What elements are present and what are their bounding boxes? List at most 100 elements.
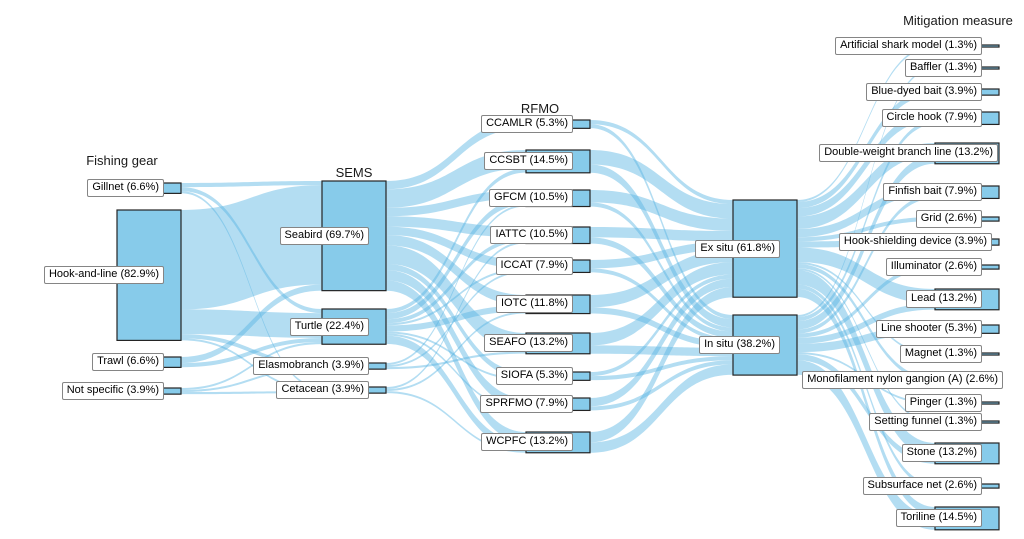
node-label-gfcm: GFCM (10.5%) (489, 189, 573, 208)
node-label-stone: Stone (13.2%) (901, 444, 982, 463)
node-label-cetacean: Cetacean (3.9%) (276, 381, 369, 400)
node-label-grid: Grid (2.6%) (915, 210, 982, 229)
link-seabird-ccamlr (386, 120, 526, 190)
link-ex_situ-toriline (797, 288, 935, 516)
node-label-toriline: Toriline (14.5%) (895, 509, 982, 528)
link-not_specific-elasmobranch (181, 367, 322, 393)
link-turtle-sprfmo (386, 333, 526, 411)
link-siofa-in_situ (590, 356, 733, 381)
link-ex_situ-lead (797, 247, 935, 304)
link-turtle-gfcm (386, 198, 526, 320)
node-label-double_weight_branch_line: Double-weight branch line (13.2%) (819, 144, 998, 163)
link-in_situ-illuminator (797, 265, 935, 338)
link-gillnet-cetacean (181, 191, 322, 390)
node-label-turtle: Turtle (22.4%) (289, 317, 369, 336)
link-ex_situ-monofilament_nylon_gangion (797, 264, 935, 383)
link-ccamlr-ex_situ (590, 120, 733, 205)
link-elasmobranch-gfcm (386, 204, 526, 366)
link-ex_situ-circle_hook (797, 112, 935, 217)
link-seabird-iccat (386, 226, 526, 269)
node-label-subsurface_net: Subsurface net (2.6%) (862, 477, 982, 496)
link-turtle-wcpfc (386, 335, 526, 451)
node-label-ex_situ: Ex situ (61.8%) (695, 239, 780, 258)
node-label-setting_funnel: Setting funnel (1.3%) (869, 413, 982, 432)
link-hook_and_line-elasmobranch (181, 334, 322, 368)
link-cetacean-iotc (386, 311, 526, 392)
link-not_specific-turtle (181, 342, 322, 391)
link-elasmobranch-seafo (386, 351, 526, 370)
link-turtle-ccsbt (386, 168, 526, 314)
node-label-trawl: Trawl (6.6%) (92, 353, 164, 372)
node-label-lead: Lead (13.2%) (905, 290, 982, 309)
node-label-seafo: SEAFO (13.2%) (484, 334, 573, 353)
link-ex_situ-setting_funnel (797, 268, 935, 424)
node-label-ccamlr: CCAMLR (5.3%) (481, 115, 573, 134)
link-ex_situ-artificial_shark_model (797, 45, 935, 203)
node-label-circle_hook: Circle hook (7.9%) (881, 109, 982, 128)
column-title-fishing-gear: Fishing gear (86, 153, 158, 168)
node-label-hook_and_line: Hook-and-line (82.9%) (43, 266, 164, 285)
link-iotc-in_situ (590, 307, 733, 348)
link-gillnet-seabird (181, 181, 322, 188)
column-title-sems: SEMS (335, 165, 373, 180)
sankey-links-layer (181, 45, 935, 530)
link-in_situ-baffler (797, 67, 935, 318)
node-label-in_situ: In situ (38.2%) (699, 336, 780, 355)
node-label-ccsbt: CCSBT (14.5%) (484, 152, 573, 171)
link-gillnet-turtle (181, 187, 322, 314)
node-label-blue_dyed_bait: Blue-dyed bait (3.9%) (866, 83, 982, 102)
node-label-magnet: Magnet (1.3%) (899, 345, 982, 364)
link-trawl-seabird (181, 284, 322, 364)
link-elasmobranch-iccat (386, 270, 526, 368)
column-title-rfmo: RFMO (520, 101, 560, 116)
link-iccat-in_situ (590, 268, 733, 342)
link-ex_situ-magnet (797, 261, 935, 356)
link-trawl-turtle (181, 337, 322, 368)
link-in_situ-finfish_bait (797, 194, 935, 334)
link-ccsbt-in_situ (590, 164, 733, 328)
node-label-iccat: ICCAT (7.9%) (495, 257, 573, 276)
node-label-iotc: IOTC (11.8%) (495, 295, 573, 314)
link-ccamlr-in_situ (590, 124, 733, 320)
node-label-pinger: Pinger (1.3%) (904, 394, 982, 413)
link-turtle-iotc (386, 305, 526, 332)
node-label-baffler: Baffler (1.3%) (904, 59, 982, 78)
link-iattc-in_situ (590, 237, 733, 338)
link-in_situ-circle_hook (797, 120, 935, 322)
node-label-elasmobranch: Elasmobranch (3.9%) (253, 357, 369, 376)
link-seabird-siofa (386, 263, 526, 379)
node-label-gillnet: Gillnet (6.6%) (87, 179, 164, 198)
link-hook_and_line-cetacean (181, 338, 322, 392)
link-iattc-ex_situ (590, 227, 733, 242)
link-in_situ-toriline (797, 360, 935, 530)
link-siofa-ex_situ (590, 274, 733, 377)
node-label-finfish_bait: Finfish bait (7.9%) (883, 183, 982, 202)
node-label-iattc: IATTC (10.5%) (490, 226, 573, 245)
link-seabird-wcpfc (386, 280, 526, 443)
link-turtle-iattc (386, 237, 526, 324)
link-ccsbt-ex_situ (590, 150, 733, 219)
link-seafo-in_situ (590, 345, 733, 357)
link-seabird-iotc (386, 234, 526, 306)
node-label-illuminator: Illuminator (2.6%) (885, 258, 982, 277)
link-hook_and_line-seabird (181, 185, 322, 310)
link-ex_situ-grid (797, 217, 935, 242)
column-title-mitigation-measure: Mitigation measure (903, 13, 1013, 28)
node-label-line_shooter: Line shooter (5.3%) (876, 320, 982, 339)
node-label-hook_shielding_device: Hook-shielding device (3.9%) (838, 233, 992, 252)
link-sprfmo-in_situ (590, 360, 733, 411)
node-label-monofilament_nylon_gangion: Monofilament nylon gangion (A) (2.6%) (802, 371, 1003, 390)
node-label-sprfmo: SPRFMO (7.9%) (480, 395, 573, 414)
link-hook_and_line-turtle (181, 309, 322, 338)
link-in_situ-stone (797, 354, 935, 464)
link-gfcm-in_situ (590, 202, 733, 332)
link-cetacean-wcpfc (386, 391, 526, 453)
node-label-siofa: SIOFA (5.3%) (495, 367, 573, 386)
node-label-artificial_shark_model: Artificial shark model (1.3%) (835, 37, 982, 56)
link-iotc-ex_situ (590, 249, 733, 308)
link-ex_situ-stone (797, 270, 935, 458)
link-in_situ-lead (797, 303, 935, 344)
link-wcpfc-in_situ (590, 364, 733, 453)
link-seabird-sprfmo (386, 270, 526, 409)
